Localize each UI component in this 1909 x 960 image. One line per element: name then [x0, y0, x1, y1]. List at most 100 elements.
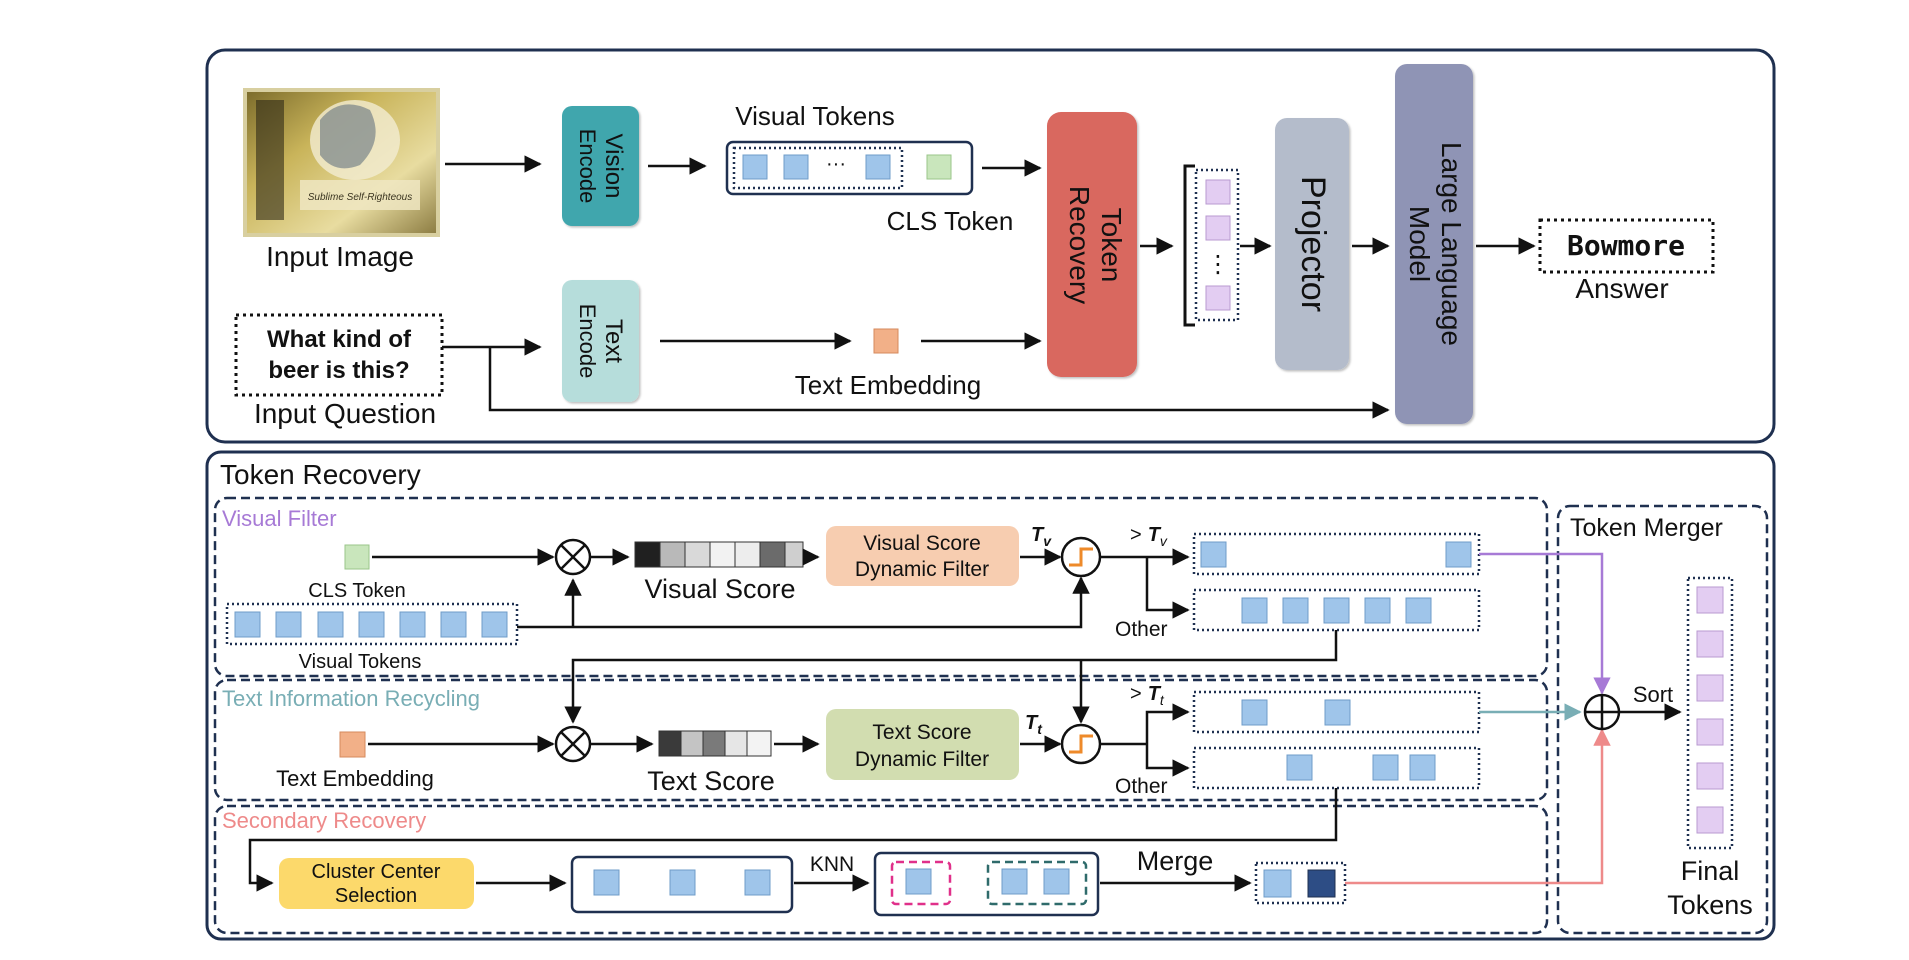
- vf-visual-token: [317, 611, 344, 638]
- vf-cls-token-label: CLS Token: [308, 580, 405, 602]
- question-line2: beer is this?: [268, 357, 409, 384]
- vf-visual-token: [440, 611, 467, 638]
- vf-visual-tokens: [225, 602, 519, 646]
- token-recovery-box: Token Recovery: [1047, 112, 1137, 377]
- tir-other-label: Other: [1115, 775, 1168, 798]
- cls-token-label: CLS Token: [887, 206, 1014, 236]
- vf-cls-token: [344, 544, 370, 570]
- projector-box: Projector: [1275, 118, 1349, 370]
- llm-line2: Model: [1404, 206, 1435, 282]
- answer-box: Bowmore: [1538, 218, 1715, 274]
- tir-other-token: [1286, 754, 1313, 781]
- multiply-circle-icon: [554, 725, 592, 763]
- text-embedding-label: Text Embedding: [795, 370, 981, 400]
- center-token: [593, 869, 620, 896]
- answer-label: Answer: [1575, 273, 1668, 304]
- recovered-tokens-column: ⋮: [1194, 168, 1240, 322]
- knn-token: [905, 868, 932, 895]
- column-bracket: [1183, 164, 1195, 327]
- text-embedding-token: [873, 328, 899, 354]
- multiply-circle-icon: [554, 538, 592, 576]
- final-token: [1696, 630, 1724, 658]
- vf-visual-token: [234, 611, 261, 638]
- final-token: [1696, 674, 1724, 702]
- vsf-line1: Visual Score: [863, 532, 981, 555]
- token-recovery-line2: Recovery: [1064, 186, 1095, 304]
- tir-kept-token: [1241, 699, 1268, 726]
- cluster-line2: Selection: [335, 885, 417, 907]
- recovered-token: [1205, 285, 1231, 311]
- llm-box: Large Language Model: [1395, 64, 1473, 424]
- tir-text-embedding-label: Text Embedding: [276, 766, 434, 791]
- recovered-token: [1205, 215, 1231, 241]
- step-function-icon: [1060, 536, 1102, 578]
- plus-circle-icon: [1583, 693, 1621, 731]
- final-tokens-column: [1686, 576, 1734, 850]
- vf-gt-threshold: >Tv: [1130, 524, 1168, 549]
- input-question-box: What kind of beer is this?: [234, 313, 444, 397]
- visual-filter-panel: [213, 496, 1549, 678]
- secondary-recovery-panel: [213, 804, 1549, 935]
- cls-token: [926, 154, 952, 180]
- branch-vf-other: [1145, 557, 1190, 619]
- cluster-centers-box: [570, 855, 794, 914]
- visual-token: [783, 154, 809, 180]
- question-line1: What kind of: [267, 326, 412, 353]
- visual-token: [865, 154, 891, 180]
- sort-label: Sort: [1633, 682, 1673, 707]
- vision-encode-box: Vision Encode: [562, 106, 639, 226]
- input-image: Sublime Self-Righteous: [243, 88, 440, 237]
- token-merger-label: Token Merger: [1570, 514, 1723, 542]
- arrow-question-to-llm: [488, 347, 1390, 419]
- final-token: [1696, 806, 1724, 834]
- arrow-other-to-cluster: [248, 788, 1338, 892]
- tir-other-token: [1372, 754, 1399, 781]
- tir-other-tokens: [1192, 746, 1481, 790]
- vf-visual-tokens-label: Visual Tokens: [299, 651, 422, 673]
- visual-score-bar: [634, 541, 804, 568]
- merged-tokens: [1254, 861, 1347, 905]
- knn-token: [1001, 868, 1028, 895]
- image-label-text: Sublime Self-Righteous: [308, 192, 413, 203]
- vf-visual-token: [358, 611, 385, 638]
- cluster-center-box: Cluster Center Selection: [279, 858, 474, 909]
- projector-label: Projector: [1294, 176, 1332, 312]
- vf-visual-token: [275, 611, 302, 638]
- vf-other-token: [1241, 597, 1268, 624]
- line-tokens-to-step: [517, 576, 1090, 629]
- answer-text: Bowmore: [1567, 229, 1685, 262]
- center-token: [744, 869, 771, 896]
- text-recycling-panel: [213, 678, 1549, 802]
- vf-other-token: [1323, 597, 1350, 624]
- center-token: [669, 869, 696, 896]
- visual-tokens-container: ···: [725, 140, 974, 196]
- tsf-line1: Text Score: [872, 721, 971, 744]
- cluster-line1: Cluster Center: [312, 861, 441, 883]
- vf-kept-token: [1200, 541, 1227, 568]
- vf-other-token: [1405, 597, 1432, 624]
- purple-line-to-merger: [1479, 552, 1611, 695]
- text-score-bar: [658, 730, 772, 757]
- visual-token: [742, 154, 768, 180]
- knn-token: [1043, 868, 1070, 895]
- pink-line-to-merger: [1345, 728, 1611, 885]
- vf-other-token: [1364, 597, 1391, 624]
- visual-tokens-label: Visual Tokens: [735, 101, 894, 131]
- knn-label: KNN: [810, 853, 854, 876]
- text-score-label: Text Score: [647, 766, 775, 796]
- recovered-token: [1205, 179, 1231, 205]
- vf-other-tokens: [1192, 588, 1481, 632]
- tir-kept-token: [1324, 699, 1351, 726]
- final-token: [1696, 718, 1724, 746]
- visual-score-filter-box: Visual Score Dynamic Filter: [826, 526, 1019, 586]
- final-tokens-line1: Final: [1681, 856, 1740, 886]
- vf-kept-token: [1445, 541, 1472, 568]
- text-encode-line2: Encode: [575, 304, 600, 379]
- bottom-panel-frame: [205, 450, 1776, 941]
- token-recovery-line1: Token: [1096, 208, 1127, 283]
- vf-visual-token: [481, 611, 508, 638]
- visual-score-label: Visual Score: [644, 574, 795, 604]
- text-encode-line1: Text: [600, 319, 627, 363]
- knn-groups-box: [873, 851, 1100, 917]
